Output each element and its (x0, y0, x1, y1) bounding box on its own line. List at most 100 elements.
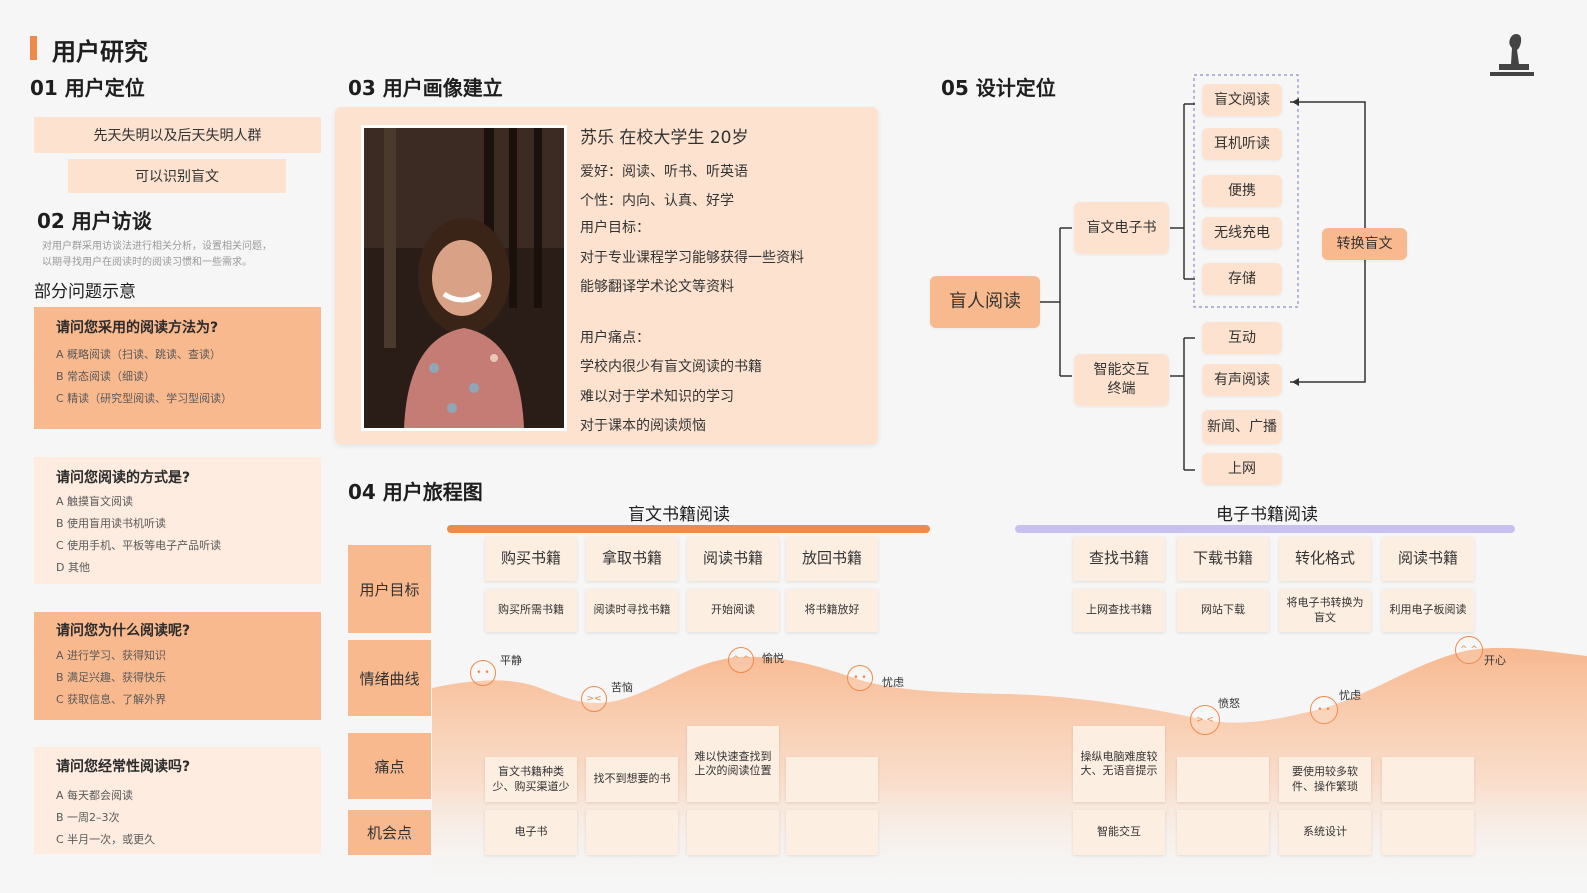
persona-pain-3: 对于课本的阅读烦恼 (580, 418, 706, 434)
emotion-label: 愤怒 (1218, 697, 1240, 710)
journey-goal: 阅读时寻找书籍 (586, 589, 678, 632)
journey-opportunity: 智能交互 (1073, 810, 1165, 855)
question-option: B 常态阅读（细读） (56, 370, 156, 383)
page-title: 用户研究 (52, 38, 148, 66)
journey-goal: 将书籍放好 (786, 589, 878, 632)
persona-pain-2: 难以对于学术知识的学习 (580, 389, 734, 405)
journey-pain (786, 757, 878, 802)
emotion-label: 苦恼 (611, 681, 633, 694)
journey-pain (1177, 757, 1269, 802)
section-01-title: 01 用户定位 (30, 76, 145, 100)
design-leaf: 无线充电 (1202, 217, 1282, 249)
interview-desc-1: 对用户群采用访谈法进行相关分析，设置相关问题， (42, 241, 272, 252)
emotion-label: 忧虑 (1339, 689, 1361, 702)
persona-goal-label: 用户目标： (580, 220, 650, 236)
journey-pain (1382, 757, 1474, 802)
journey-opportunity: 系统设计 (1279, 810, 1371, 855)
question-option: D 其他 (56, 561, 90, 574)
design-leaf: 耳机听读 (1202, 128, 1282, 160)
emotion-anxious-icon: • • (847, 665, 873, 691)
question-option: A 进行学习、获得知识 (56, 649, 167, 662)
question-option: B 一周2–3次 (56, 811, 120, 824)
question-text: 请问您阅读的方式是? (56, 470, 191, 486)
question-card-1: 请问您采用的阅读方法为? A 概略阅读（扫读、跳读、查读） B 常态阅读（细读）… (34, 307, 321, 429)
emotion-anxious-icon: • • (1310, 696, 1338, 724)
persona-personality: 个性：内向、认真、好学 (580, 193, 734, 209)
persona-photo (361, 125, 567, 431)
design-leaf: 盲文阅读 (1202, 84, 1282, 116)
journey-step: 阅读书籍 (687, 537, 779, 581)
journey-step: 下载书籍 (1177, 537, 1269, 581)
question-option: C 获取信息、了解外界 (56, 693, 167, 706)
journey-group-a-bar (447, 525, 930, 533)
journey-opportunity (1382, 810, 1474, 855)
question-option: A 触摸盲文阅读 (56, 495, 134, 508)
section-05-title: 05 设计定位 (941, 76, 1056, 100)
journey-step: 购买书籍 (485, 537, 577, 581)
section-04-title: 04 用户旅程图 (348, 480, 483, 504)
emotion-label: 平静 (500, 654, 522, 667)
journey-step: 放回书籍 (786, 537, 878, 581)
emotion-worried-icon: >< (581, 686, 607, 712)
journey-goal: 将电子书转换为盲文 (1279, 589, 1371, 632)
journey-pain: 操纵电脑难度较大、无语音提示 (1073, 726, 1165, 802)
question-text: 请问您为什么阅读呢? (56, 623, 191, 639)
section-02-title: 02 用户访谈 (37, 209, 152, 233)
journey-goal: 购买所需书籍 (485, 589, 577, 632)
title-accent-bar (30, 36, 37, 60)
journey-opportunity (1177, 810, 1269, 855)
design-leaf: 存储 (1202, 263, 1282, 295)
design-leaf: 有声阅读 (1202, 364, 1282, 396)
design-root-node: 盲人阅读 (930, 276, 1040, 328)
question-option: B 满足兴趣、获得快乐 (56, 671, 167, 684)
journey-row-goal: 用户目标 (348, 545, 431, 633)
journey-opportunity (586, 810, 678, 855)
section-03-title: 03 用户画像建立 (348, 76, 503, 100)
question-option: C 使用手机、平板等电子产品听读 (56, 539, 222, 552)
journey-step: 查找书籍 (1073, 537, 1165, 581)
journey-row-opportunity: 机会点 (348, 810, 431, 855)
journey-group-b-bar (1015, 525, 1515, 533)
journey-goal: 上网查找书籍 (1073, 589, 1165, 632)
journey-step: 阅读书籍 (1382, 537, 1474, 581)
persona-hobby: 爱好：阅读、听书、听英语 (580, 164, 748, 180)
emotion-label: 愉悦 (762, 652, 784, 665)
design-leaf: 互动 (1202, 322, 1282, 354)
user-tag-blind: 先天失明以及后天失明人群 (34, 117, 321, 153)
journey-goal: 开始阅读 (687, 589, 779, 632)
journey-opportunity (786, 810, 878, 855)
design-convert-node: 转换盲文 (1322, 228, 1407, 260)
design-leaf: 新闻、广播 (1202, 410, 1282, 444)
journey-row-emotion: 情绪曲线 (348, 640, 431, 716)
question-option: B 使用盲用读书机听读 (56, 517, 167, 530)
journey-group-a-title: 盲文书籍阅读 (628, 505, 730, 525)
journey-goal: 网站下载 (1177, 589, 1269, 632)
emotion-happy-icon: ^ ^ (728, 647, 754, 673)
journey-pain: 难以快速查找到上次的阅读位置 (687, 726, 779, 802)
journey-step: 转化格式 (1279, 537, 1371, 581)
question-card-2: 请问您阅读的方式是? A 触摸盲文阅读 B 使用盲用读书机听读 C 使用手机、平… (34, 457, 321, 584)
reader-logo-icon (1490, 30, 1534, 78)
user-tag-braille: 可以识别盲文 (68, 159, 286, 193)
emotion-happy-icon: ^ ^ (1455, 636, 1483, 664)
emotion-angry-icon: > < (1190, 705, 1220, 735)
persona-goal-2: 能够翻译学术论文等资料 (580, 279, 734, 295)
journey-opportunity (687, 810, 779, 855)
question-option: A 每天都会阅读 (56, 789, 134, 802)
question-option: C 半月一次，或更久 (56, 833, 156, 846)
journey-step: 拿取书籍 (586, 537, 678, 581)
journey-group-b-title: 电子书籍阅读 (1216, 505, 1318, 525)
emotion-label: 忧虑 (882, 676, 904, 689)
persona-card: 苏乐 在校大学生 20岁 爱好：阅读、听书、听英语 个性：内向、认真、好学 用户… (335, 107, 878, 444)
journey-opportunity: 电子书 (485, 810, 577, 855)
persona-name: 苏乐 在校大学生 20岁 (580, 128, 749, 148)
persona-goal-1: 对于专业课程学习能够获得一些资料 (580, 250, 804, 266)
journey-pain: 盲文书籍种类少、购买渠道少 (485, 757, 577, 802)
question-card-3: 请问您为什么阅读呢? A 进行学习、获得知识 B 满足兴趣、获得快乐 C 获取信… (34, 612, 321, 720)
question-option: A 概略阅读（扫读、跳读、查读） (56, 348, 222, 361)
journey-row-pain: 痛点 (348, 733, 431, 799)
questions-subtitle: 部分问题示意 (34, 282, 136, 302)
interview-desc-2: 以期寻找用户在阅读时的阅读习惯和一些需求。 (42, 257, 252, 268)
persona-pain-label: 用户痛点： (580, 330, 650, 346)
